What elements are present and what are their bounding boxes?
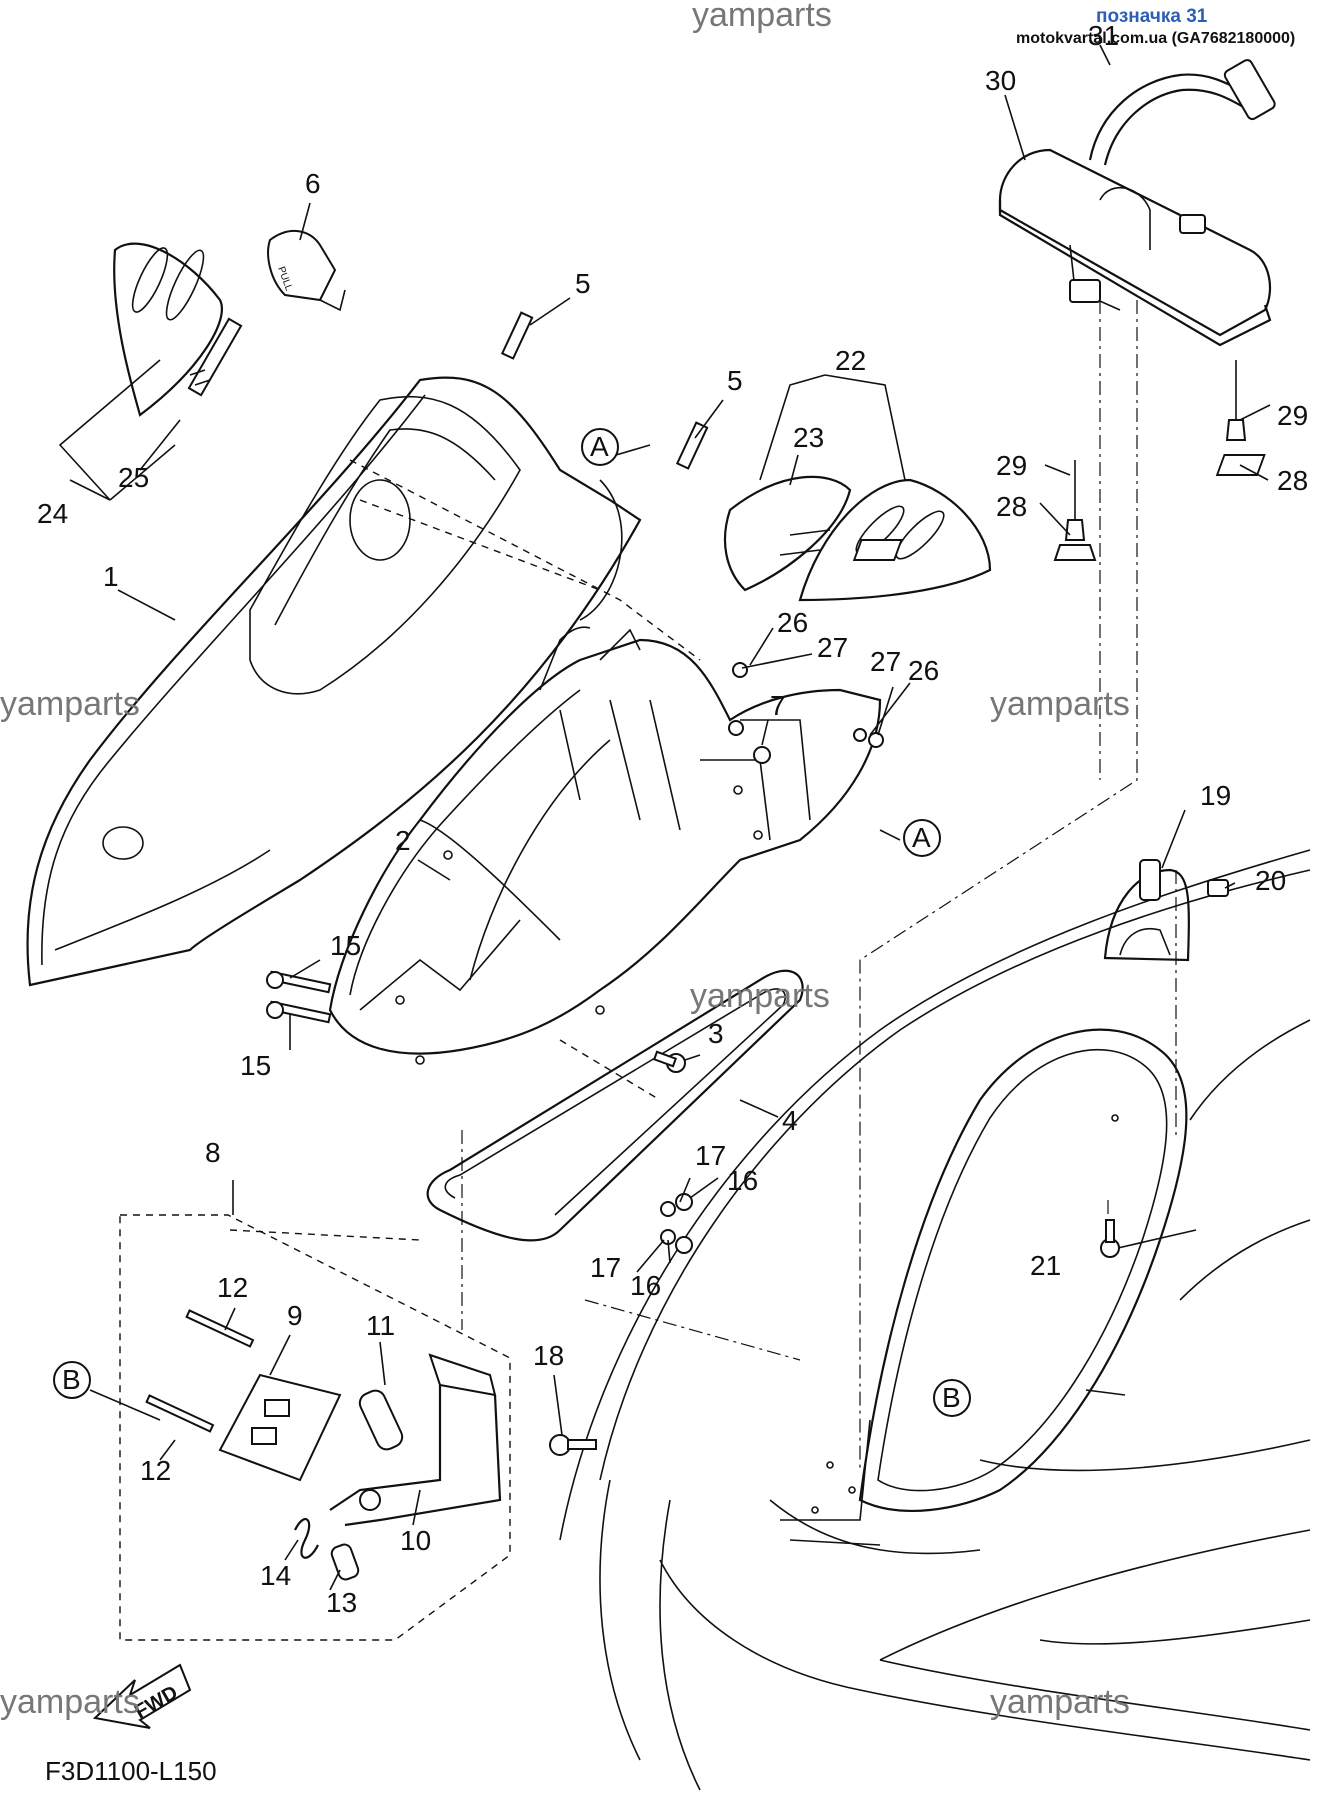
callout-5b: 5 [727, 365, 743, 396]
callout-28a: 28 [996, 491, 1027, 522]
ref-circle-a2 [903, 819, 941, 857]
leader-lines [58, 44, 1271, 1591]
callout-13: 13 [326, 1587, 357, 1618]
part-24-25-cover [113, 242, 243, 417]
ref-mark-a1: A [590, 431, 609, 462]
watermark-bottom-right: yamparts [990, 1683, 1130, 1721]
callout-4: 4 [782, 1105, 798, 1136]
callout-19: 19 [1200, 780, 1231, 811]
part-30-31-box [998, 59, 1276, 347]
part-19-20-cover [1103, 859, 1229, 962]
callout-16b: 16 [630, 1270, 661, 1301]
callout-3: 3 [708, 1018, 724, 1049]
part-8-latch-assembly [119, 1214, 511, 1641]
watermark-right: yamparts [990, 685, 1130, 723]
callout-16a: 16 [727, 1165, 758, 1196]
callout-1: 1 [103, 561, 119, 592]
callout-25: 25 [118, 462, 149, 493]
callout-5a: 5 [575, 268, 591, 299]
watermark-bottom-left: yamparts [0, 1683, 140, 1721]
part-4-seal [426, 969, 804, 1242]
part-22-23-trim [723, 475, 992, 602]
callout-9: 9 [287, 1300, 303, 1331]
callout-17a: 17 [695, 1140, 726, 1171]
part-5-strip-a [500, 311, 534, 360]
watermark-center: yamparts [690, 977, 830, 1015]
callout-29b: 29 [1277, 400, 1308, 431]
callout-26b: 26 [908, 655, 939, 686]
part-1-deck-cover [26, 376, 642, 987]
ref-mark-b2: B [942, 1382, 961, 1413]
ref-circle-b1 [53, 1361, 91, 1399]
callout-2: 2 [395, 825, 411, 856]
callout-20: 20 [1255, 865, 1286, 896]
diagram-code: F3D1100-L150 [45, 1756, 217, 1786]
watermarks: yamparts yamparts yamparts yamparts yamp… [0, 0, 1130, 1721]
callout-27b: 27 [870, 646, 901, 677]
callout-12a: 12 [217, 1272, 248, 1303]
callout-10: 10 [400, 1525, 431, 1556]
part-6-knob: PULL [267, 230, 346, 312]
ref-circle-a1 [581, 428, 619, 466]
ref-mark-b1: B [62, 1364, 81, 1395]
callout-22: 22 [835, 345, 866, 376]
callout-11: 11 [366, 1310, 395, 1341]
fastener-bolts [266, 662, 1120, 1456]
part-5-strip-b [675, 421, 709, 470]
callout-28b: 28 [1277, 465, 1308, 496]
callout-21: 21 [1030, 1250, 1061, 1281]
hull-deck [559, 849, 1311, 1791]
callout-8: 8 [205, 1137, 221, 1168]
watermark-top: yamparts [692, 0, 832, 34]
part-28-29-fasteners [852, 360, 1266, 561]
callout-23: 23 [793, 422, 824, 453]
callout-12b: 12 [140, 1455, 171, 1486]
callout-17b: 17 [590, 1252, 621, 1283]
callout-14: 14 [260, 1560, 291, 1591]
callout-29a: 29 [996, 450, 1027, 481]
header-label: позначка 31 [1096, 6, 1208, 27]
callout-18: 18 [533, 1340, 564, 1371]
callout-30: 30 [985, 65, 1016, 96]
watermark-left: yamparts [0, 685, 140, 723]
header-source: motokvartal.com.ua (GA7682180000) [1016, 30, 1295, 47]
ref-circle-b2 [933, 1379, 971, 1417]
callout-numbers: 1 2 3 4 5 5 6 7 8 9 10 11 12 12 13 14 15… [37, 20, 1308, 1618]
callout-31: 31 [1088, 20, 1119, 51]
callout-15b: 15 [240, 1050, 271, 1081]
callout-7: 7 [770, 690, 786, 721]
ref-mark-a2: A [912, 822, 931, 853]
callout-24: 24 [37, 498, 68, 529]
assembly-lines [229, 300, 1177, 1470]
callout-27a: 27 [817, 632, 848, 663]
callout-6: 6 [305, 168, 321, 199]
part-2-tray [328, 626, 882, 1065]
callout-26a: 26 [777, 607, 808, 638]
callout-15a: 15 [330, 930, 361, 961]
